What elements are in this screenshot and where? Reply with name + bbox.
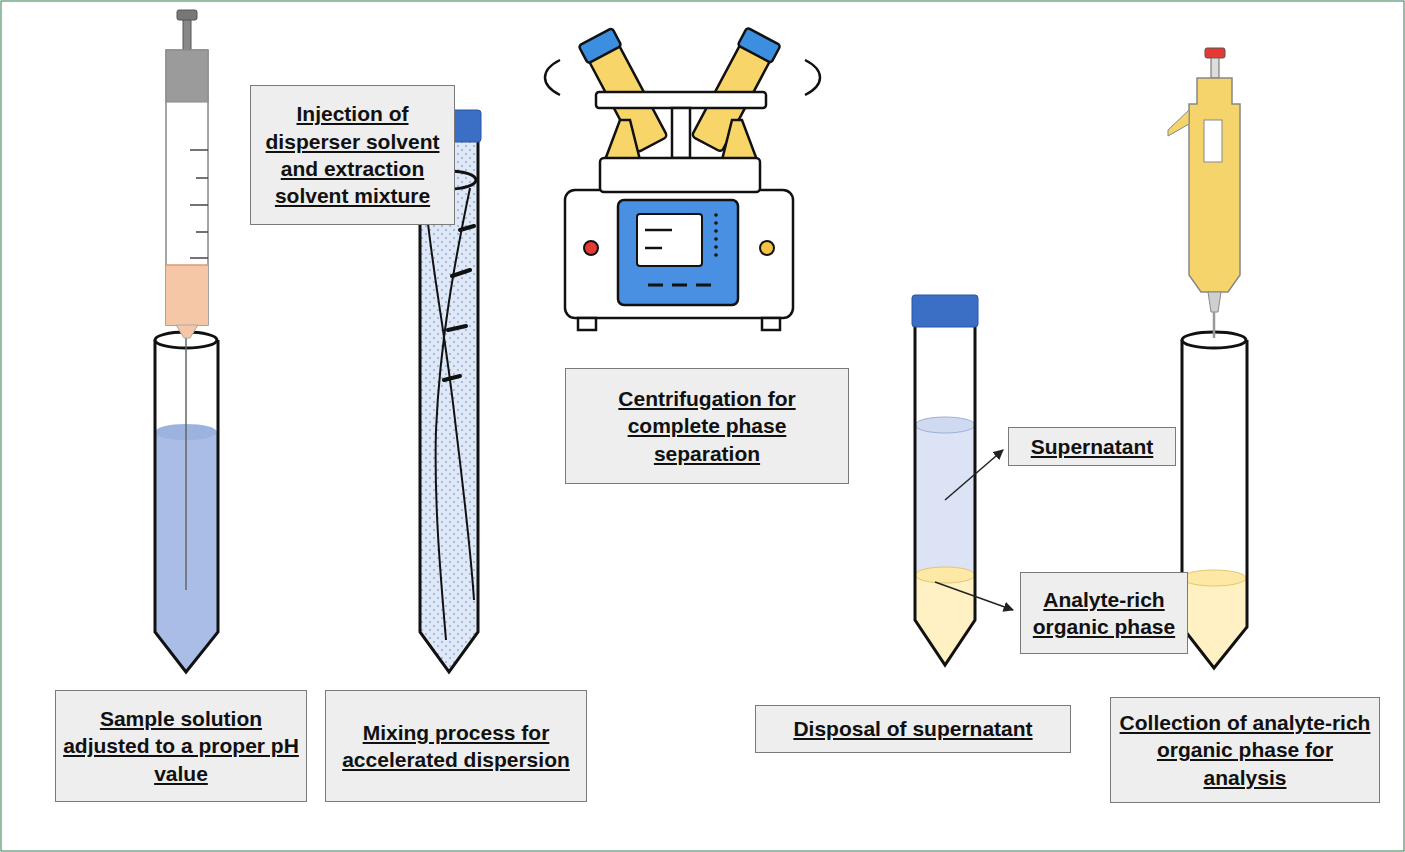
step-box: Sample solution adjusted to a proper pH … (55, 690, 307, 802)
step-label: Mixing process for accelerated dispersio… (333, 719, 579, 774)
step-box: Injection of disperser solvent and extra… (250, 85, 455, 225)
step-label: Disposal of supernatant (763, 715, 1063, 742)
step-label: Analyte-rich organic phase (1028, 586, 1180, 641)
step-box: Analyte-rich organic phase (1020, 572, 1188, 654)
step-label: Injection of disperser solvent and extra… (258, 100, 447, 209)
step-label: Supernatant (1016, 433, 1168, 460)
micropipette (1168, 48, 1240, 338)
step-box: Centrifugation for complete phase separa… (565, 368, 849, 484)
step-label: Sample solution adjusted to a proper pH … (63, 705, 299, 787)
step-box: Mixing process for accelerated dispersio… (325, 690, 587, 802)
step-label: Collection of analyte-rich organic phase… (1118, 709, 1372, 791)
step-box: Disposal of supernatant (755, 705, 1071, 753)
collection-tube (1182, 332, 1247, 668)
syringe (166, 10, 208, 590)
step-box: Supernatant (1008, 427, 1176, 466)
separated-tube (912, 295, 1013, 665)
centrifuge (545, 28, 820, 330)
step-box: Collection of analyte-rich organic phase… (1110, 697, 1380, 803)
step-label: Centrifugation for complete phase separa… (573, 385, 841, 467)
